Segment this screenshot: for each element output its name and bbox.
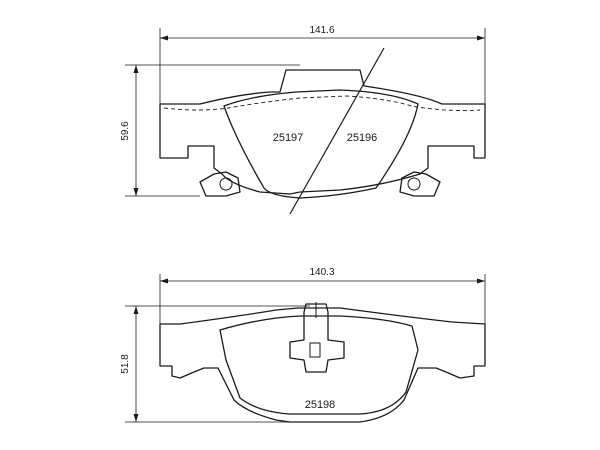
part-number-25197: 25197: [273, 132, 304, 144]
top-height-label: 59.6: [120, 121, 131, 141]
bottom-brake-pad: 140.3 51.8 25198: [120, 267, 486, 423]
top-right-hole: [407, 177, 421, 191]
top-wear-indicator-outline: [163, 95, 481, 111]
bottom-friction-area: [219, 315, 419, 415]
slash-line: [289, 47, 385, 215]
top-width-label: 141.6: [309, 25, 334, 36]
top-friction-area: [223, 89, 419, 199]
bottom-center-slot: [309, 342, 321, 358]
top-pad-outline: [159, 69, 486, 195]
top-width-dimension: [159, 28, 486, 104]
bottom-height-dimension: [125, 305, 310, 423]
part-number-25198: 25198: [305, 399, 336, 411]
top-brake-pad: 141.6 59.6 25197 2: [120, 25, 486, 215]
bottom-width-dimension: [159, 274, 486, 324]
top-height-dimension: [125, 64, 300, 197]
top-left-hole: [219, 177, 233, 191]
bottom-center-clip: [289, 303, 345, 373]
top-right-tab: [399, 171, 441, 197]
top-left-tab: [199, 171, 241, 197]
bottom-width-label: 140.3: [309, 267, 334, 278]
bottom-height-label: 51.8: [120, 354, 131, 374]
part-number-25196: 25196: [347, 132, 378, 144]
bottom-pad-outline: [159, 307, 486, 423]
